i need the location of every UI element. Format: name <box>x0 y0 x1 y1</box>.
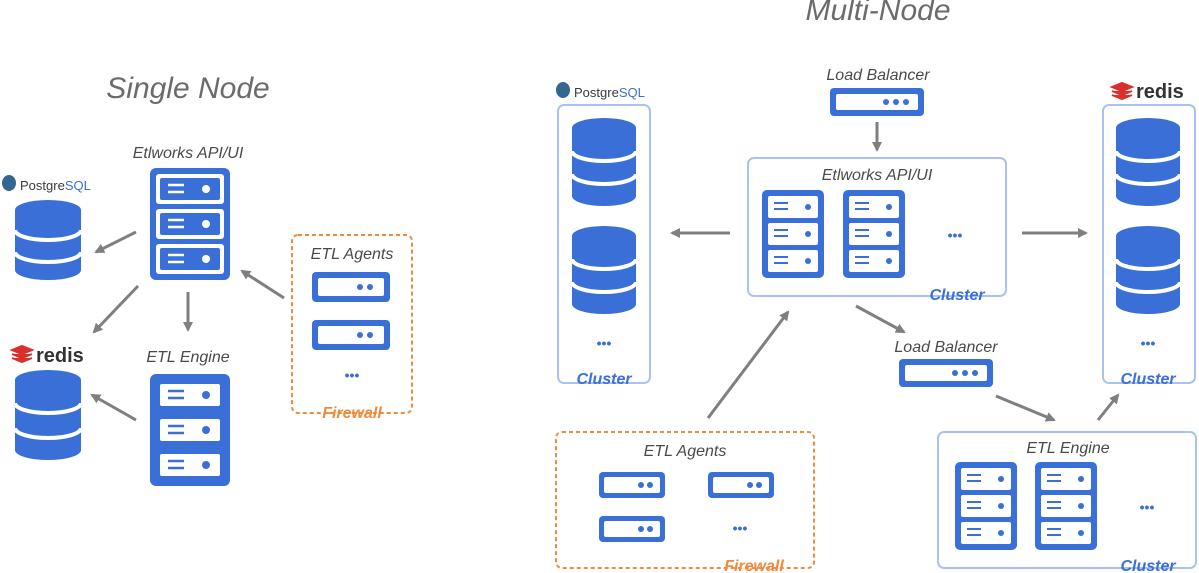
server-rack-icon <box>1035 462 1097 550</box>
postgresql-logo-icon: PostgreSQL <box>2 175 91 193</box>
postgresql-logo-text: PostgreSQL <box>20 178 91 193</box>
more-agents-ellipsis: ••• <box>733 520 748 536</box>
api-ui-cluster-box <box>747 157 1007 297</box>
server-rack-icon <box>150 168 230 280</box>
database-icon <box>570 118 638 206</box>
server-rack-icon <box>955 462 1017 550</box>
postgres-cluster-box <box>557 104 651 384</box>
firewall-label: Firewall <box>724 558 784 573</box>
etl-engine-cluster-box <box>937 431 1197 569</box>
load-balancer-icon <box>830 88 924 116</box>
more-servers-ellipsis: ••• <box>1140 499 1155 515</box>
cluster-label: Cluster <box>1120 371 1176 388</box>
load-balancer-icon <box>899 359 993 387</box>
database-icon <box>13 200 83 280</box>
redis-cluster-box <box>1102 104 1196 384</box>
etl-agents-label: ETL Agents <box>644 443 727 460</box>
firewall-label: Firewall <box>322 405 382 422</box>
arrow-icon <box>90 230 285 422</box>
etl-engine-label: ETL Engine <box>146 349 229 366</box>
arrow-icon <box>670 122 1120 422</box>
cluster-label: Cluster <box>576 371 632 388</box>
database-icon <box>1114 226 1182 314</box>
load-balancer-label: Load Balancer <box>826 67 930 84</box>
more-agents-ellipsis: ••• <box>345 367 360 383</box>
etl-engine-label: ETL Engine <box>1026 440 1109 457</box>
firewall-box <box>291 234 413 414</box>
agent-box-icon <box>599 516 665 542</box>
more-servers-ellipsis: ••• <box>948 227 963 243</box>
api-ui-label: Etlworks API/UI <box>822 167 933 184</box>
cluster-label: Cluster <box>1120 558 1176 573</box>
multi-node-title: Multi-Node <box>805 0 950 27</box>
agent-box-icon <box>312 272 390 302</box>
postgresql-logo-icon: PostgreSQL <box>556 82 645 100</box>
more-db-ellipsis: ••• <box>1141 335 1156 351</box>
cluster-label: Cluster <box>929 287 985 304</box>
single-node-title: Single Node <box>106 72 269 105</box>
redis-logo-text: redis <box>36 345 84 367</box>
more-db-ellipsis: ••• <box>597 335 612 351</box>
server-rack-icon <box>150 374 230 486</box>
database-icon <box>570 226 638 314</box>
database-icon <box>13 370 83 460</box>
database-icon <box>1114 118 1182 206</box>
firewall-box <box>555 431 815 569</box>
server-rack-icon <box>843 190 905 278</box>
agent-box-icon <box>708 472 774 498</box>
load-balancer-label: Load Balancer <box>894 339 998 356</box>
redis-logo-text: redis <box>1136 81 1184 103</box>
agent-box-icon <box>599 472 665 498</box>
agent-box-icon <box>312 320 390 350</box>
server-rack-icon <box>762 190 824 278</box>
redis-logo-icon: redis <box>1109 81 1184 103</box>
postgresql-logo-text: PostgreSQL <box>574 85 645 100</box>
api-ui-label: Etlworks API/UI <box>133 145 244 162</box>
etl-agents-label: ETL Agents <box>311 246 394 263</box>
redis-logo-icon: redis <box>9 344 84 367</box>
